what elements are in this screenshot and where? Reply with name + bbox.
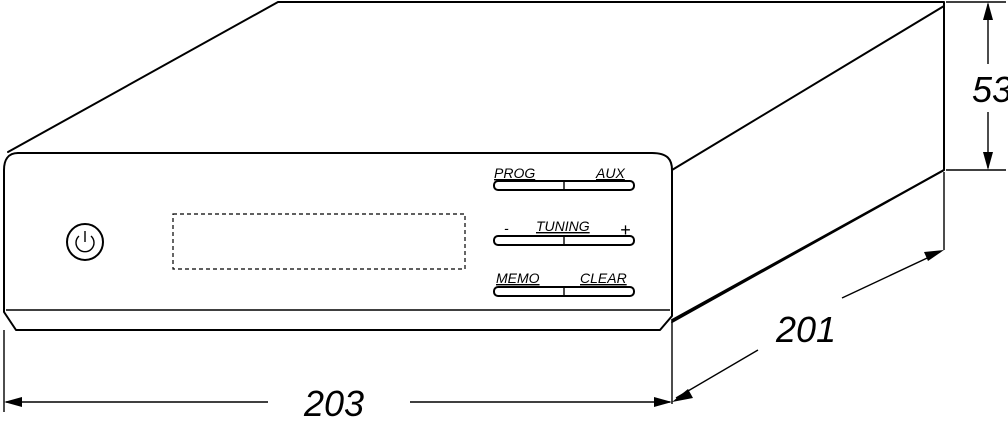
top-right-edge xyxy=(671,5,945,171)
control-buttons: PROG AUX - TUNING + MEMO CLEAR xyxy=(493,165,635,297)
power-icon xyxy=(75,231,95,253)
button-label-memo: MEMO xyxy=(496,270,540,286)
power-button-ring xyxy=(66,223,104,261)
width-arrow-left xyxy=(4,397,22,407)
top-front-edge xyxy=(17,152,673,171)
depth-dim-line-upper xyxy=(841,251,941,299)
device-body xyxy=(3,1,945,331)
button-label-minus: - xyxy=(504,220,509,236)
front-face-outline xyxy=(3,152,673,331)
button-label-plus: + xyxy=(620,220,631,240)
button-label-clear: CLEAR xyxy=(580,270,627,286)
button-label-prog: PROG xyxy=(494,165,535,181)
button-label-aux: AUX xyxy=(595,165,625,181)
depth-value: 201 xyxy=(775,309,836,350)
depth-dim-line-lower xyxy=(675,349,759,399)
display-window xyxy=(172,213,466,270)
depth-dimension: 201 xyxy=(672,172,945,402)
button-label-tuning: TUNING xyxy=(536,218,590,234)
height-dimension: 53 xyxy=(946,1,1008,171)
height-arrow-top xyxy=(983,2,993,20)
power-button xyxy=(66,223,104,261)
width-arrow-right xyxy=(654,397,672,407)
top-face-outline xyxy=(7,1,945,321)
side-bottom-edge xyxy=(671,169,945,323)
width-value: 203 xyxy=(303,383,364,422)
height-value: 53 xyxy=(972,69,1008,110)
height-arrow-bottom xyxy=(983,152,993,170)
depth-arrow-back xyxy=(924,250,944,261)
depth-arrow-front xyxy=(672,389,693,402)
width-dimension: 203 xyxy=(3,322,673,422)
